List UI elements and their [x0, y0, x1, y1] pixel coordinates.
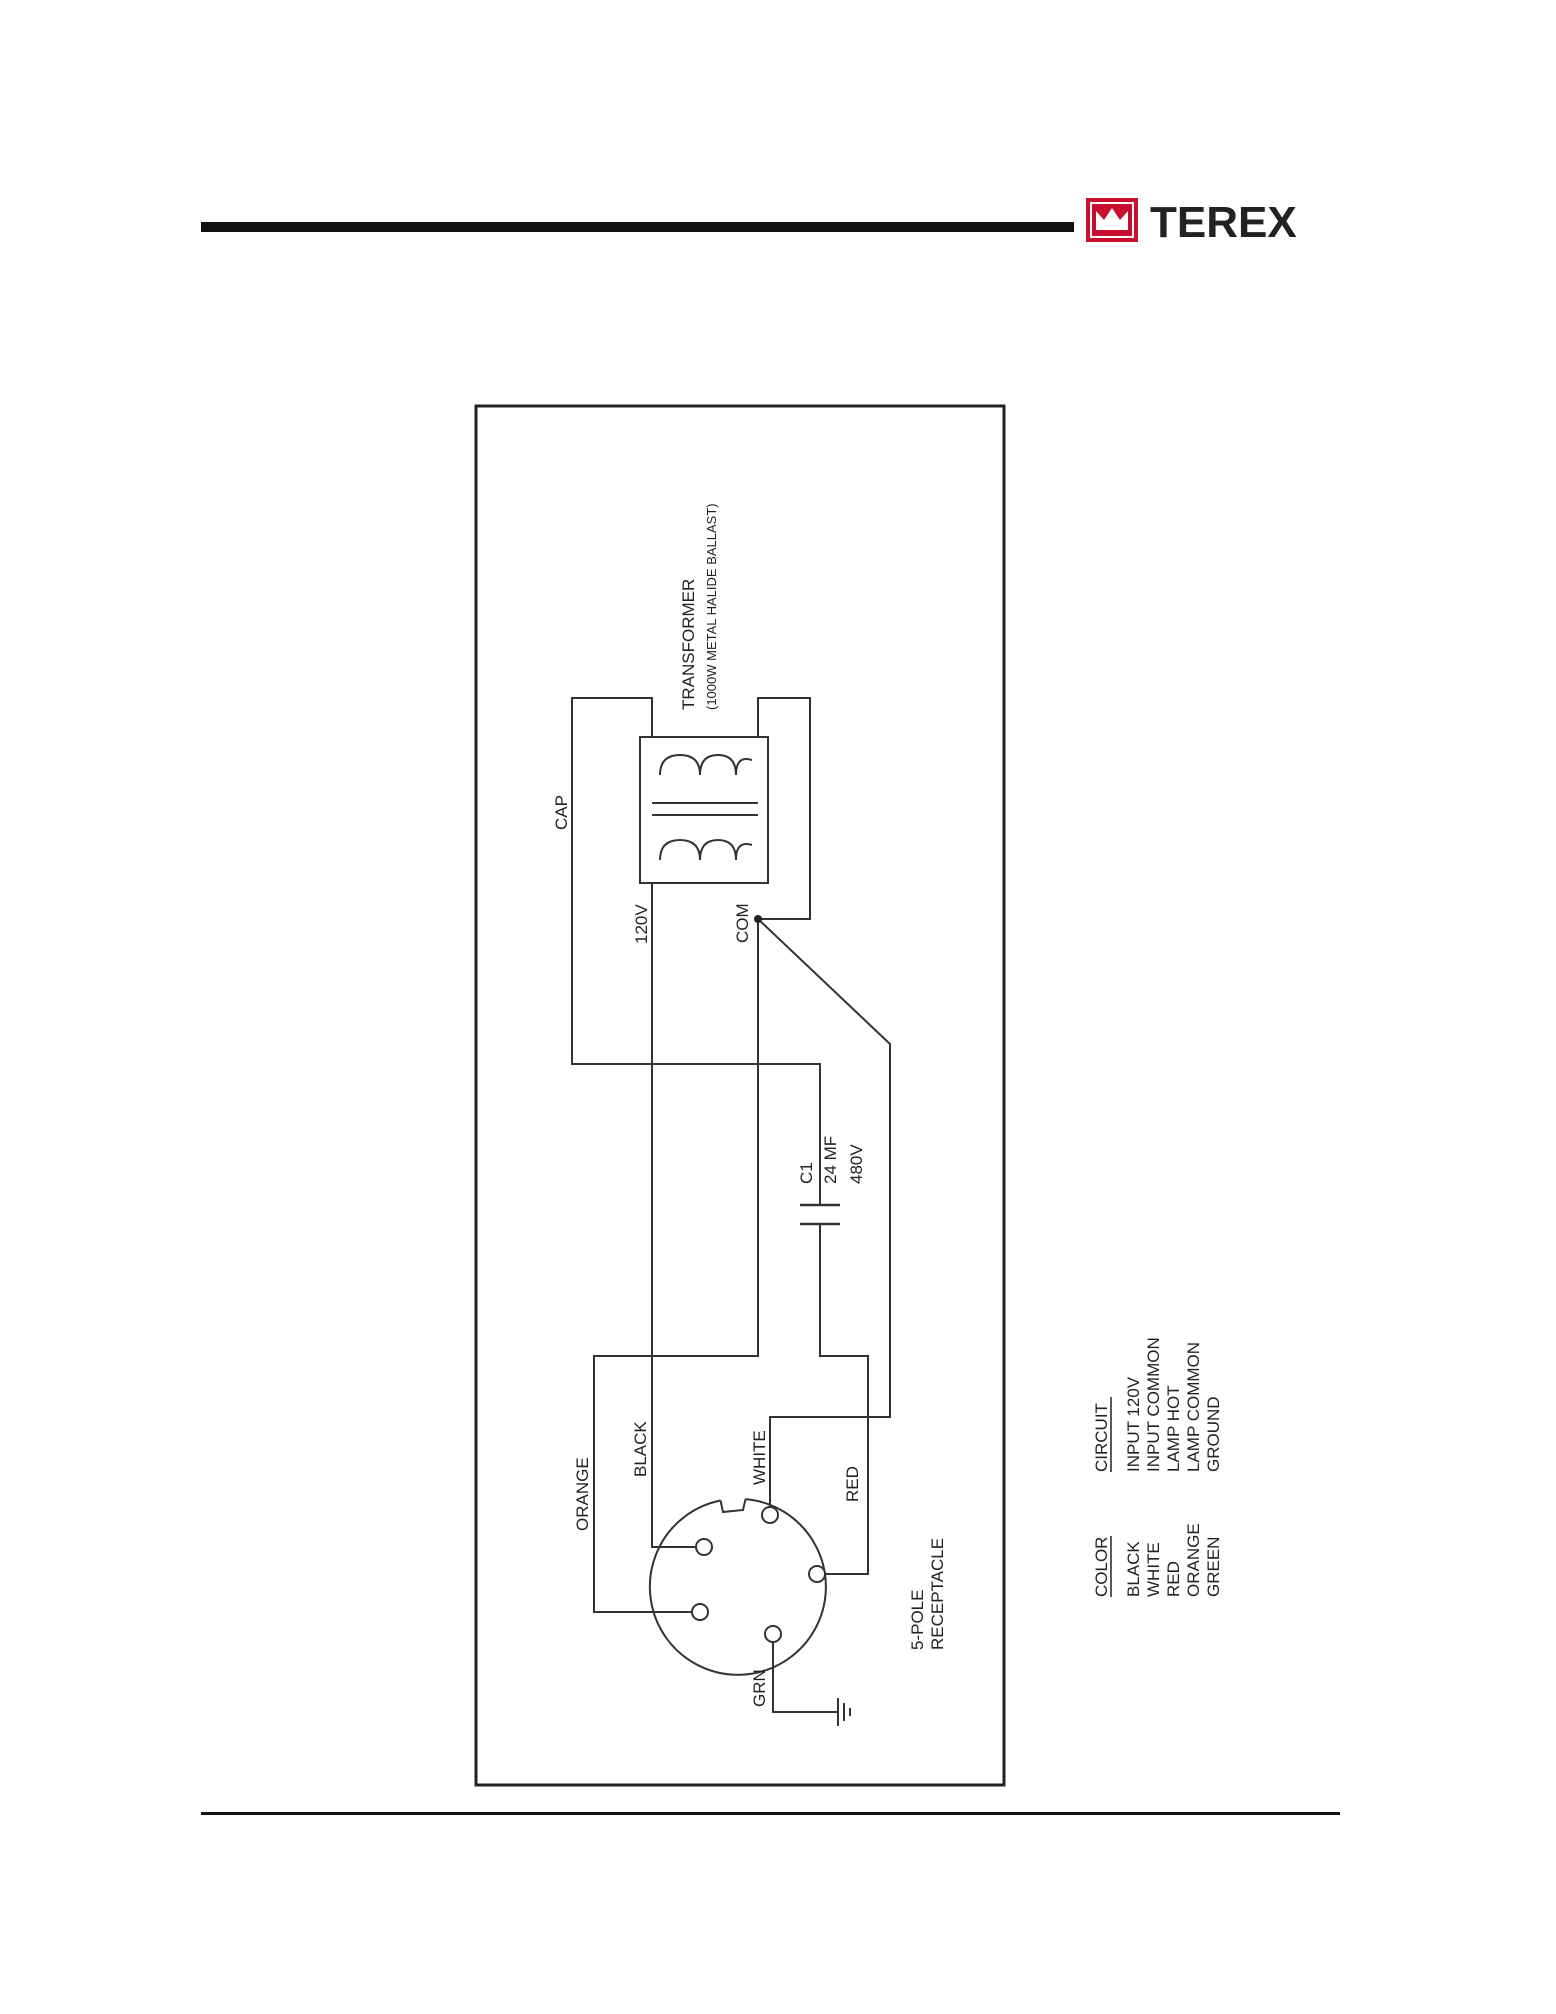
- c1-label: C1: [797, 1162, 816, 1184]
- legend-color: RED: [1164, 1561, 1183, 1597]
- lower-coil-icon: [660, 840, 752, 860]
- legend-circuit: INPUT COMMON: [1144, 1337, 1163, 1472]
- v120-label: 120V: [632, 904, 651, 944]
- transformer: [640, 737, 768, 883]
- legend-circuit: GROUND: [1204, 1396, 1223, 1472]
- header-rule: [201, 222, 1074, 232]
- receptacle-label-line1: 5-POLE: [908, 1590, 927, 1650]
- grn-label: GRN: [750, 1669, 769, 1707]
- color-circuit-legend: COLOR CIRCUIT BLACK WHITE RED ORANGE GRE…: [1092, 1337, 1223, 1597]
- receptacle-5-pole: [650, 1499, 826, 1675]
- red-label: RED: [843, 1466, 862, 1502]
- legend-color: ORANGE: [1184, 1523, 1203, 1597]
- cap-label: CAP: [552, 795, 571, 830]
- legend-color: BLACK: [1124, 1541, 1143, 1597]
- diagram-frame: [476, 406, 1004, 1785]
- capacitor-c1-icon: [800, 1205, 840, 1224]
- c1-capacitance: 24 MF: [821, 1136, 840, 1184]
- pin-orange: [692, 1604, 708, 1620]
- receptacle-label-line2: RECEPTACLE: [928, 1538, 947, 1650]
- pin-white: [762, 1507, 778, 1523]
- pin-red: [809, 1566, 825, 1582]
- wires: [572, 698, 890, 1712]
- legend-color: GREEN: [1204, 1537, 1223, 1597]
- legend-color: WHITE: [1144, 1542, 1163, 1597]
- pin-green: [765, 1626, 781, 1642]
- pin-black: [696, 1539, 712, 1555]
- legend-circuit: INPUT 120V: [1124, 1376, 1143, 1472]
- com-label: COM: [733, 903, 752, 943]
- c1-voltage: 480V: [847, 1144, 866, 1184]
- legend-circuit: LAMP COMMON: [1184, 1342, 1203, 1472]
- footer-rule: [201, 1812, 1340, 1815]
- black-label: BLACK: [631, 1421, 650, 1477]
- upper-coil-icon: [660, 755, 752, 775]
- com-junction: [754, 915, 762, 923]
- orange-label: ORANGE: [573, 1457, 592, 1531]
- transformer-title: TRANSFORMER: [679, 579, 698, 710]
- legend-color-header: COLOR: [1092, 1537, 1111, 1597]
- legend-circuit: LAMP HOT: [1164, 1385, 1183, 1472]
- ground-symbol-icon: [838, 1698, 850, 1726]
- transformer-subtitle: (1000W METAL HALIDE BALLAST): [704, 503, 719, 710]
- brand-name: TEREX: [1150, 198, 1297, 247]
- legend-circuit-header: CIRCUIT: [1092, 1403, 1111, 1472]
- terex-crown-logo-icon: [1086, 198, 1138, 242]
- white-label: WHITE: [750, 1430, 769, 1485]
